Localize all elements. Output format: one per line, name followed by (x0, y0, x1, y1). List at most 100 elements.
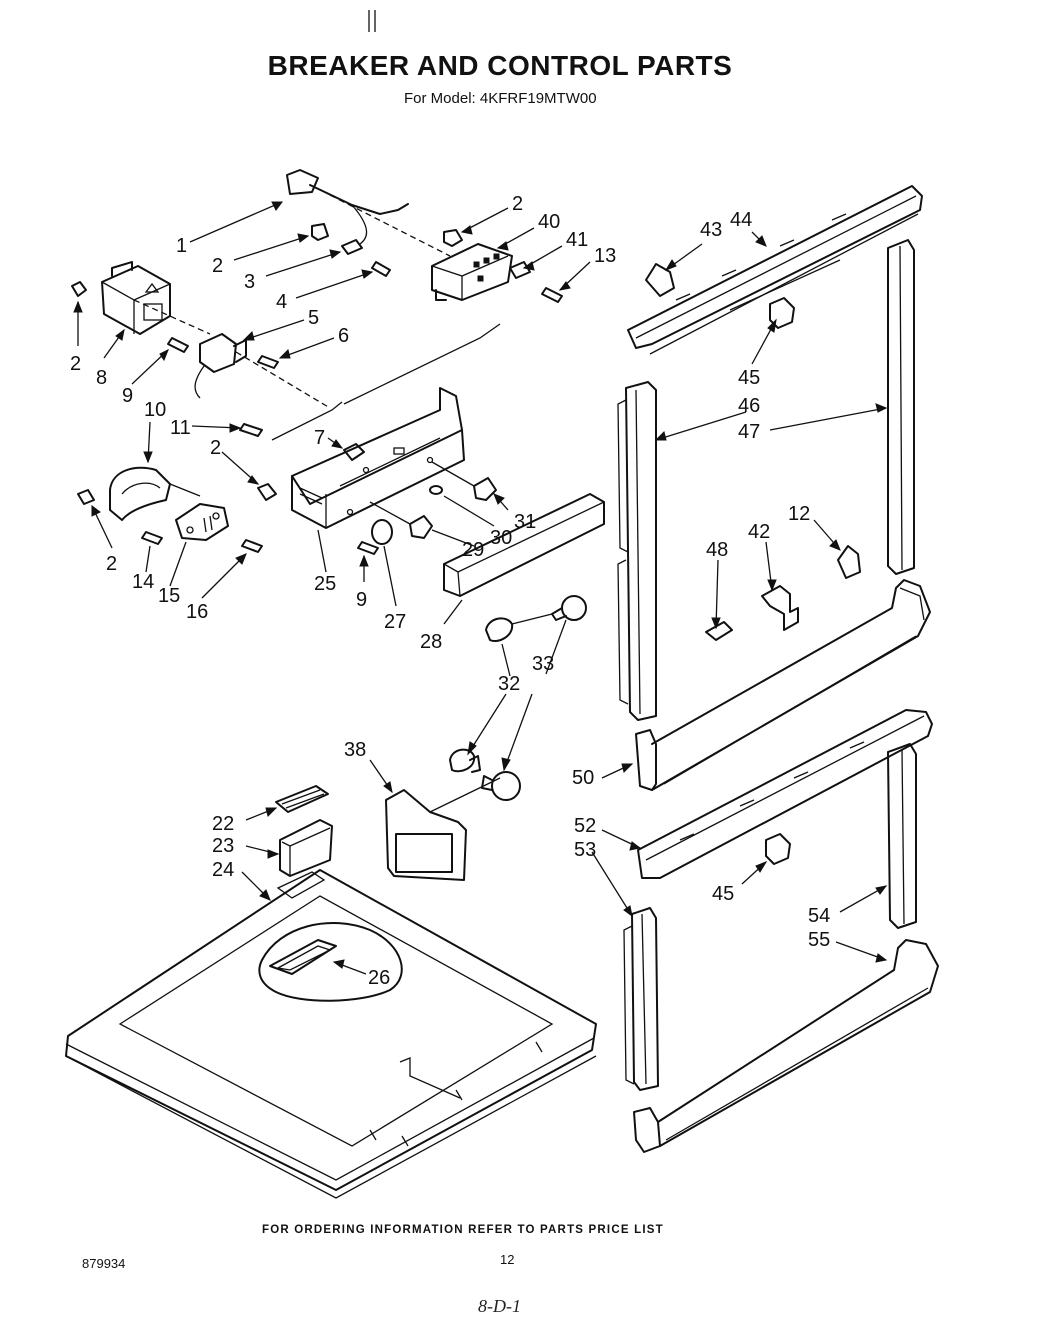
part-22-vent-grille (275, 785, 329, 813)
part-45-door-stop-upper (769, 297, 795, 329)
callout-13: 13 (594, 245, 616, 267)
part-2-nut-lower (77, 483, 277, 505)
callout-45: 45 (738, 367, 760, 389)
handwritten-code: 8-D-1 (478, 1296, 521, 1316)
page-title: BREAKER AND CONTROL PARTS (267, 50, 733, 81)
part-32-socket-upper (485, 613, 553, 642)
callout-43: 43 (700, 219, 722, 241)
callout-9: 9 (122, 385, 133, 407)
part-47-right-trim (887, 239, 915, 575)
part-33-bulb-upper (551, 595, 587, 621)
callout-47: 47 (738, 421, 760, 443)
callout-10: 10 (144, 399, 166, 421)
part-3-terminal (341, 239, 363, 255)
page-number: 12 (500, 1252, 515, 1267)
part-10-bracket (109, 466, 201, 521)
part-14-screw (141, 531, 163, 545)
part-28-light-shield (443, 493, 605, 597)
part-16-screw (241, 539, 263, 553)
part-7-clip (343, 443, 365, 461)
part-8-relay-box (101, 261, 211, 335)
part-24-freezer-floor-panel (65, 869, 597, 1199)
leader-lines (73, 201, 888, 975)
callout-28: 28 (420, 631, 442, 653)
callout-40: 40 (538, 211, 560, 233)
part-46-left-trim (617, 381, 657, 721)
callout-30: 30 (490, 527, 512, 549)
callout-26: 26 (368, 967, 390, 989)
callout-29: 29 (462, 539, 484, 561)
part-11-screw (239, 423, 263, 437)
part-41-bushing (509, 261, 531, 279)
callout-2: 2 (210, 437, 221, 459)
callout-46: 46 (738, 395, 760, 417)
callout-5: 5 (308, 307, 319, 329)
part-44-top-trim (627, 185, 923, 355)
part-23-air-duct (279, 819, 333, 877)
callout-6: 6 (338, 325, 349, 347)
part-48-stop (705, 621, 733, 641)
part-2-nut-left (71, 281, 87, 297)
part-43-hinge-cover (645, 263, 675, 297)
part-13-screw (541, 287, 563, 303)
part-32-socket-lower (449, 748, 481, 773)
ordering-information-note: FOR ORDERING INFORMATION REFER TO PARTS … (262, 1224, 664, 1236)
part-5-overload-switch (194, 333, 331, 409)
part-4-screw (371, 261, 391, 277)
callout-27: 27 (384, 611, 406, 633)
callout-14: 14 (132, 571, 154, 593)
part-38-light-housing (385, 777, 501, 881)
callout-54: 54 (808, 905, 830, 927)
callout-8: 8 (96, 367, 107, 389)
part-9-screw-lower (357, 541, 379, 555)
callout-42: 42 (748, 521, 770, 543)
part-6-screw (257, 355, 279, 369)
part-26-insulation-cutout (258, 922, 403, 1002)
callout-15: 15 (158, 585, 180, 607)
part-55-bottom-trim (633, 939, 939, 1153)
callout-2: 2 (70, 353, 81, 375)
callout-32: 32 (498, 673, 520, 695)
part-50-bottom-trim (635, 579, 931, 791)
part-52-top-trim (637, 709, 933, 879)
part-2-clip-upper (311, 223, 463, 247)
callout-50: 50 (572, 767, 594, 789)
part-12-clip (837, 545, 861, 579)
part-29-thermostat (369, 501, 433, 539)
callout-25: 25 (314, 573, 336, 595)
part-53-left-trim (623, 907, 659, 1091)
callout-33: 33 (532, 653, 554, 675)
part-1-cord-harness (286, 169, 451, 257)
model-subtitle: For Model: 4KFRF19MTW00 (404, 90, 597, 107)
callout-48: 48 (706, 539, 728, 561)
callout-38: 38 (344, 739, 366, 761)
callout-31: 31 (514, 511, 536, 533)
callout-7: 7 (314, 427, 325, 449)
callout-52: 52 (574, 815, 596, 837)
callout-55: 55 (808, 929, 830, 951)
part-27-dial (371, 519, 393, 545)
part-40-breaker-block (431, 243, 513, 301)
part-42-shelf-support (761, 585, 799, 631)
callout-23: 23 (212, 835, 234, 857)
callout-4: 4 (276, 291, 287, 313)
callout-2: 2 (212, 255, 223, 277)
callout-41: 41 (566, 229, 588, 251)
part-9-screw-upper (167, 337, 189, 353)
part-45-door-stop-lower (765, 833, 791, 865)
callout-1: 1 (176, 235, 187, 257)
part-25-control-housing (271, 323, 501, 529)
callout-2: 2 (512, 193, 523, 215)
callout-2: 2 (106, 553, 117, 575)
callout-53: 53 (574, 839, 596, 861)
callout-labels: 1 2 3 4 2 40 41 13 2 8 9 5 6 10 11 7 2 2… (70, 193, 830, 989)
registration-mark (368, 10, 376, 32)
part-31-knob (431, 461, 497, 501)
callout-12: 12 (788, 503, 810, 525)
callout-44: 44 (730, 209, 752, 231)
callout-22: 22 (212, 813, 234, 835)
callout-11: 11 (170, 417, 191, 439)
callout-9: 9 (356, 589, 367, 611)
